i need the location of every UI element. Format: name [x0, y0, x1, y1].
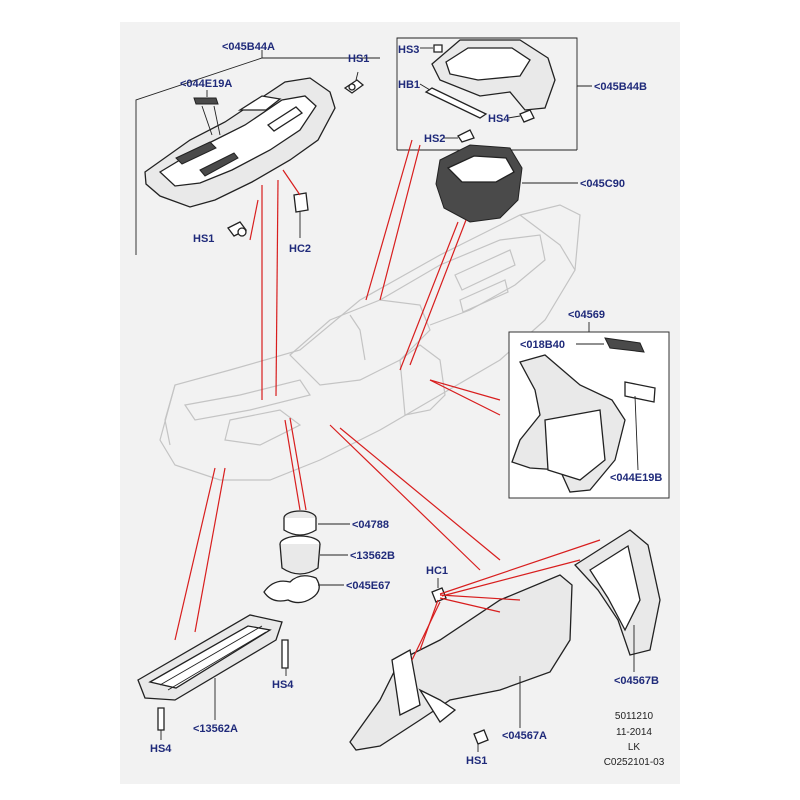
label-04567B[interactable]: <04567B	[614, 675, 659, 687]
armrest-lid-group	[135, 50, 380, 255]
label-045B44A[interactable]: <045B44A	[222, 41, 275, 53]
label-hb1[interactable]: HB1	[398, 79, 420, 91]
shifter-tray	[137, 614, 289, 740]
reference-block: 5011210 11-2014 LK C0252101-03	[604, 711, 665, 768]
ref-line-2: 11-2014	[616, 727, 652, 738]
label-04567A[interactable]: <04567A	[502, 730, 547, 742]
label-hs3[interactable]: HS3	[398, 44, 419, 56]
rear-panel-group	[508, 322, 670, 499]
label-hs1-left[interactable]: HS1	[193, 233, 214, 245]
cup-holder-group	[263, 510, 350, 604]
storage-bin	[435, 144, 578, 223]
label-hc2[interactable]: HC2	[289, 243, 311, 255]
label-hs4-bottom[interactable]: HS4	[150, 743, 172, 755]
label-045E67[interactable]: <045E67	[346, 580, 390, 592]
installation-lines	[174, 139, 601, 661]
label-hs1-top[interactable]: HS1	[348, 53, 369, 65]
ref-line-3: LK	[628, 742, 641, 753]
label-hs1-bottom[interactable]: HS1	[466, 755, 487, 767]
label-hs4-top[interactable]: HS4	[488, 113, 510, 125]
label-044E19A[interactable]: <044E19A	[180, 78, 232, 90]
label-13562B[interactable]: <13562B	[350, 550, 395, 562]
label-04788[interactable]: <04788	[352, 519, 389, 531]
label-045C90[interactable]: <045C90	[580, 178, 625, 190]
ref-line-1: 5011210	[615, 711, 654, 722]
part-labels: <045B44A <044E19A HS1 HS1 HC2 HS3 HB1 HS…	[150, 41, 662, 767]
label-018B40[interactable]: <018B40	[520, 339, 565, 351]
label-hs4-mid[interactable]: HS4	[272, 679, 294, 691]
label-hs2[interactable]: HS2	[424, 133, 445, 145]
console-body-ghost	[159, 204, 581, 481]
label-044E19B[interactable]: <044E19B	[610, 472, 662, 484]
label-04569[interactable]: <04569	[568, 309, 605, 321]
label-13562A[interactable]: <13562A	[193, 723, 238, 735]
armrest-lid-b-group	[396, 37, 592, 151]
ref-line-4: C0252101-03	[604, 757, 665, 768]
label-hc1[interactable]: HC1	[426, 565, 448, 577]
label-045B44B[interactable]: <045B44B	[594, 81, 647, 93]
